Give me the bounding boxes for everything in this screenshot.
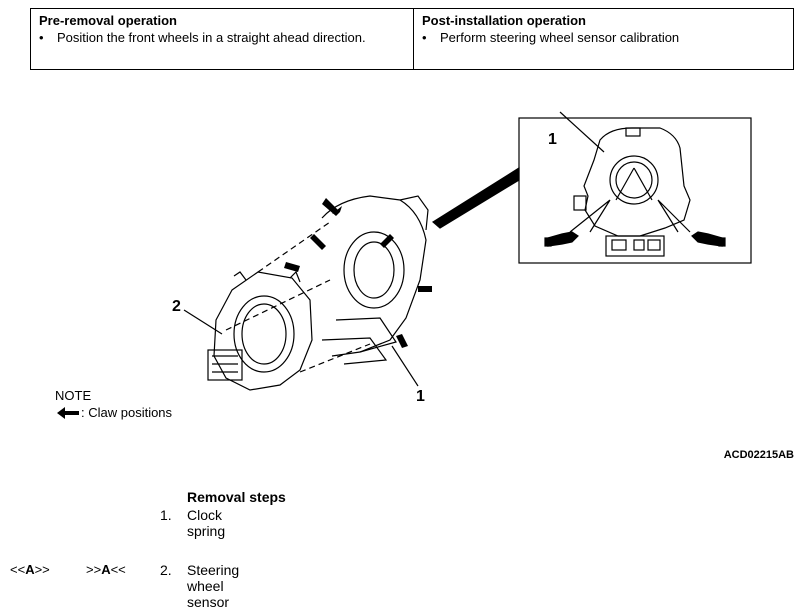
removal-steps-title: Removal steps xyxy=(187,489,286,505)
callout-1-leader xyxy=(391,345,419,387)
pre-removal-cell: Pre-removal operation • Position the fron… xyxy=(31,9,414,69)
assembly-guide-lines xyxy=(225,221,371,373)
bullet-icon: • xyxy=(422,30,427,45)
inset-clock-spring xyxy=(559,111,691,257)
marker-letter: A xyxy=(101,562,111,577)
post-installation-text: Perform steering wheel sensor calibratio… xyxy=(440,30,680,45)
bullet-icon: • xyxy=(39,30,44,45)
marker-suffix: << xyxy=(110,562,126,577)
marker-prefix: >> xyxy=(86,562,102,577)
callout-number: 2 xyxy=(172,298,181,315)
installation-marker: >>A<< xyxy=(86,562,126,577)
detail-inset-box xyxy=(518,117,752,264)
marker-suffix: >> xyxy=(34,562,50,577)
note-claw-label: : Claw positions xyxy=(81,405,173,420)
detail-leader xyxy=(431,166,520,229)
step-label: Steering wheel sensor xyxy=(187,562,240,610)
removal-marker: <<A>> xyxy=(10,562,50,577)
claw-arrow-icon xyxy=(418,286,432,292)
step-label: Clock spring xyxy=(187,507,226,539)
pre-removal-text: Position the front wheels in a straight … xyxy=(57,30,366,45)
note-title: NOTE xyxy=(55,388,92,403)
callout-2-leader xyxy=(183,309,223,335)
claw-arrow-icon xyxy=(284,262,300,272)
screwdriver-icon xyxy=(544,231,579,247)
note-claw-legend: : Claw positions xyxy=(55,404,172,421)
marker-prefix: << xyxy=(10,562,26,577)
operations-table: Pre-removal operation • Position the fron… xyxy=(30,8,794,70)
steering-wheel-sensor xyxy=(207,270,313,391)
claw-arrow-icon xyxy=(322,198,342,216)
post-installation-title: Post-installation operation xyxy=(422,13,586,28)
figure-code: ACD02215AB xyxy=(723,449,794,461)
callout-number: 1 xyxy=(548,131,557,148)
claw-arrow-icon xyxy=(380,234,394,248)
screwdriver-icon xyxy=(691,231,726,247)
step-number: 1. xyxy=(160,507,172,523)
clock-spring-housing xyxy=(321,195,429,365)
callout-number: 1 xyxy=(416,388,425,405)
claw-arrow-icon xyxy=(310,234,326,250)
marker-letter: A xyxy=(25,562,35,577)
claw-arrow-icon xyxy=(57,406,79,419)
claw-arrow-icon xyxy=(396,334,408,348)
post-installation-cell: Post-installation operation • Perform ste… xyxy=(414,9,793,69)
note-block: NOTE : Claw positions xyxy=(55,387,172,421)
pre-removal-item: • Position the front wheels in a straight… xyxy=(39,29,405,46)
post-installation-item: • Perform steering wheel sensor calibrati… xyxy=(422,29,785,46)
pre-removal-title: Pre-removal operation xyxy=(39,13,177,28)
clock-spring-diagram: 1 2 1 xyxy=(172,111,752,405)
step-number: 2. xyxy=(160,562,172,578)
